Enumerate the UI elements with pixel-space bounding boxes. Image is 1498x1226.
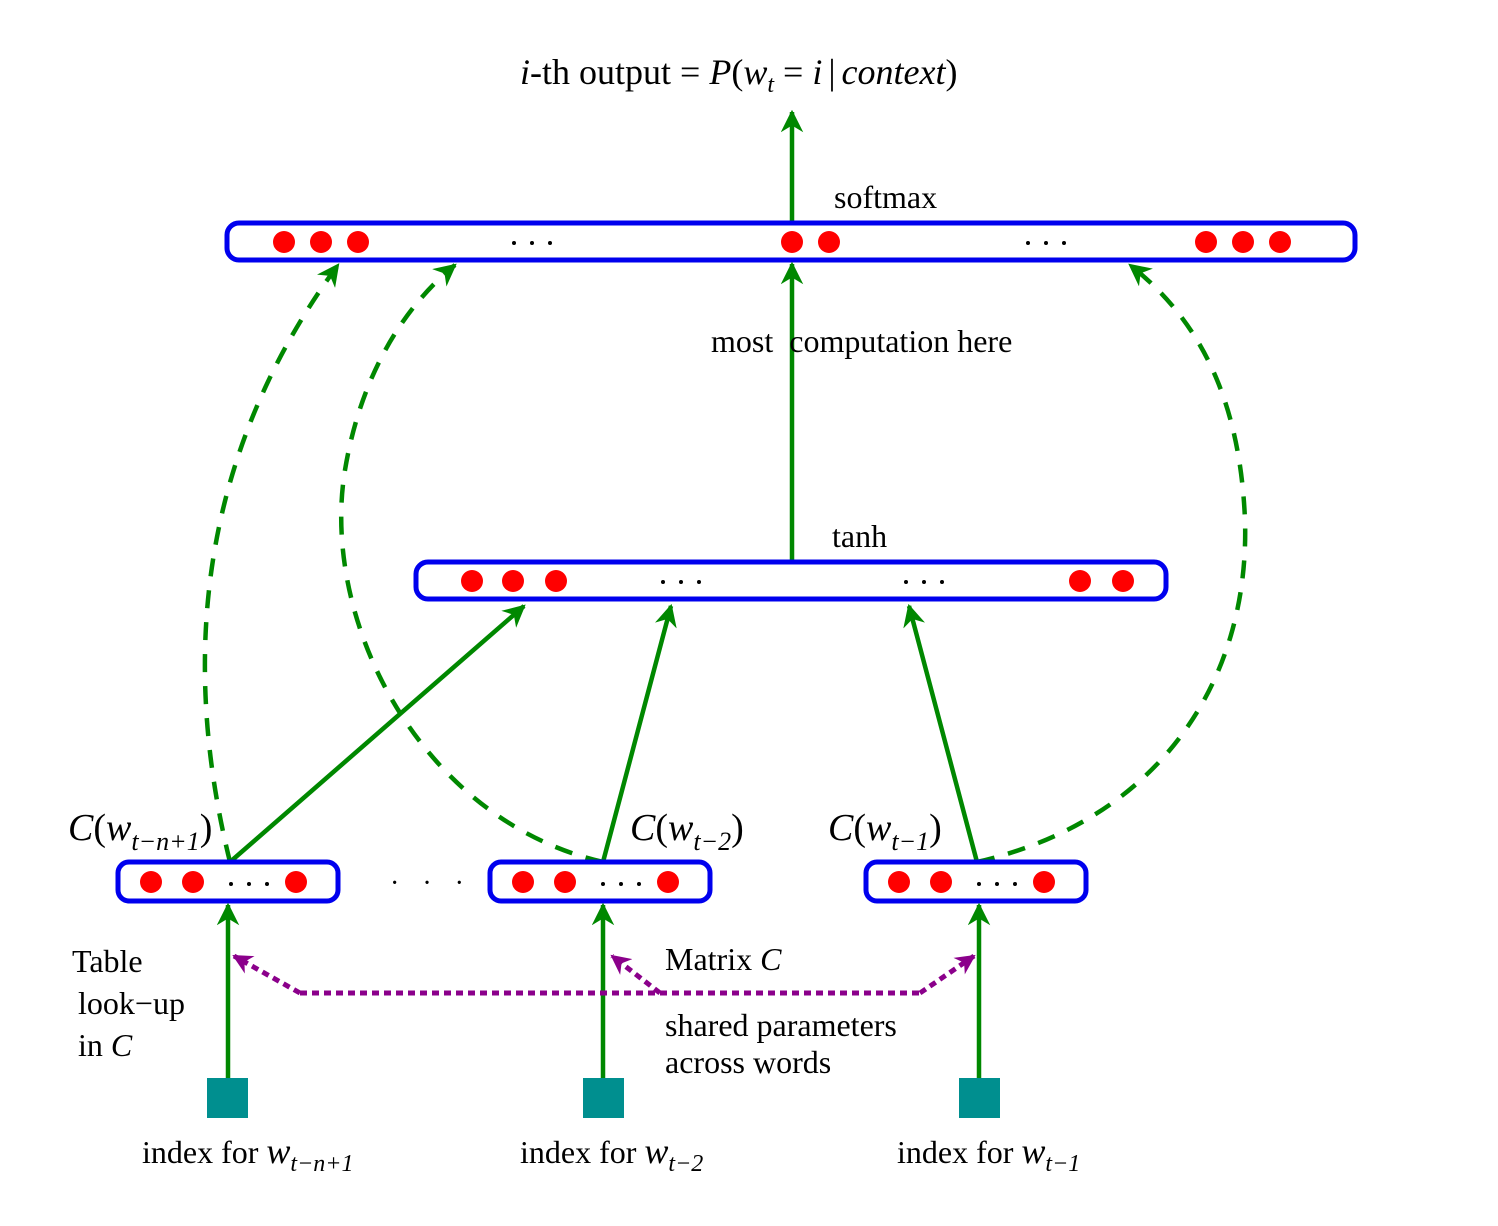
embedding-1-label: C(wt−n+1) <box>68 807 212 856</box>
softmax-unit <box>818 231 840 253</box>
embedding-ellipsis <box>1013 882 1017 886</box>
emb1-to-hidden-arrow <box>228 604 526 864</box>
shared-to-emb1-arrow <box>232 953 302 996</box>
tanh-unit <box>545 570 567 592</box>
index-label-3: index for wt−1 <box>897 1131 1080 1177</box>
embedding-2-box <box>487 859 713 904</box>
embedding-ellipsis <box>995 882 999 886</box>
tanh-ellipsis <box>904 580 908 584</box>
softmax-unit <box>347 231 369 253</box>
index-label-1: index for wt−n+1 <box>142 1131 353 1177</box>
embedding-ellipsis <box>265 882 269 886</box>
embedding-ellipsis <box>637 882 641 886</box>
softmax-unit <box>781 231 803 253</box>
index-label-2: index for wt−2 <box>520 1131 703 1177</box>
embedding-1 <box>115 859 341 904</box>
tanh-ellipsis <box>679 580 683 584</box>
softmax-ellipsis <box>1044 241 1048 245</box>
embedding-1-box <box>115 859 341 904</box>
output-formula: i-th output = P(wt = i|context) <box>520 52 958 98</box>
embedding-2 <box>487 859 713 904</box>
emb2-to-hidden-arrow <box>600 603 677 863</box>
emb2-direct-dashed-arrow <box>339 263 604 865</box>
tanh-unit <box>1112 570 1134 592</box>
tanh-ellipsis <box>661 580 665 584</box>
matrix-c-label: Matrix C <box>665 941 782 977</box>
tanh-label: tanh <box>832 518 887 554</box>
index-square-2 <box>583 1078 624 1118</box>
tanh-unit <box>461 570 483 592</box>
shared-to-emb3-arrow <box>918 953 976 996</box>
tanh-unit <box>502 570 524 592</box>
table-lookup-label: Table look−up in C <box>72 943 193 1063</box>
embedding-unit <box>657 871 679 893</box>
softmax-unit <box>310 231 332 253</box>
embedding-unit <box>1033 871 1055 893</box>
embedding-unit <box>554 871 576 893</box>
tanh-layer-box <box>413 559 1169 602</box>
emb3-direct-dashed-arrow <box>976 263 1248 865</box>
softmax-ellipsis <box>1062 241 1066 245</box>
softmax-unit <box>1195 231 1217 253</box>
shared-parameters-note: shared parameters across words <box>665 1007 905 1080</box>
softmax-ellipsis <box>530 241 534 245</box>
embedding-unit <box>182 871 204 893</box>
emb1-direct-dashed-arrow <box>202 263 340 863</box>
embedding-ellipsis <box>229 882 233 886</box>
softmax-ellipsis <box>512 241 516 245</box>
embedding-unit <box>140 871 162 893</box>
embedding-unit <box>888 871 910 893</box>
tanh-ellipsis <box>697 580 701 584</box>
softmax-unit <box>273 231 295 253</box>
embeddings-ellipsis: · · · <box>390 868 472 899</box>
emb3-to-hidden-arrow <box>903 603 980 863</box>
embedding-ellipsis <box>601 882 605 886</box>
softmax-unit <box>1269 231 1291 253</box>
embedding-3-box <box>863 859 1089 904</box>
embedding-unit <box>930 871 952 893</box>
softmax-label: softmax <box>834 179 937 215</box>
tanh-layer <box>413 559 1169 602</box>
embedding-ellipsis <box>247 882 251 886</box>
tanh-ellipsis <box>940 580 944 584</box>
softmax-layer <box>224 220 1358 263</box>
softmax-ellipsis <box>1026 241 1030 245</box>
tanh-unit <box>1069 570 1091 592</box>
embedding-ellipsis <box>619 882 623 886</box>
index-square-3 <box>959 1078 1000 1118</box>
computation-annotation: most computation here <box>711 323 1012 359</box>
embedding-ellipsis <box>977 882 981 886</box>
softmax-ellipsis <box>548 241 552 245</box>
embedding-3 <box>863 859 1089 904</box>
shared-to-emb2-arrow <box>610 954 662 995</box>
embedding-2-label: C(wt−2) <box>630 807 744 856</box>
embedding-3-label: C(wt−1) <box>828 807 942 856</box>
tanh-ellipsis <box>922 580 926 584</box>
softmax-unit <box>1232 231 1254 253</box>
index-square-1 <box>207 1078 248 1118</box>
embedding-unit <box>512 871 534 893</box>
embedding-unit <box>285 871 307 893</box>
